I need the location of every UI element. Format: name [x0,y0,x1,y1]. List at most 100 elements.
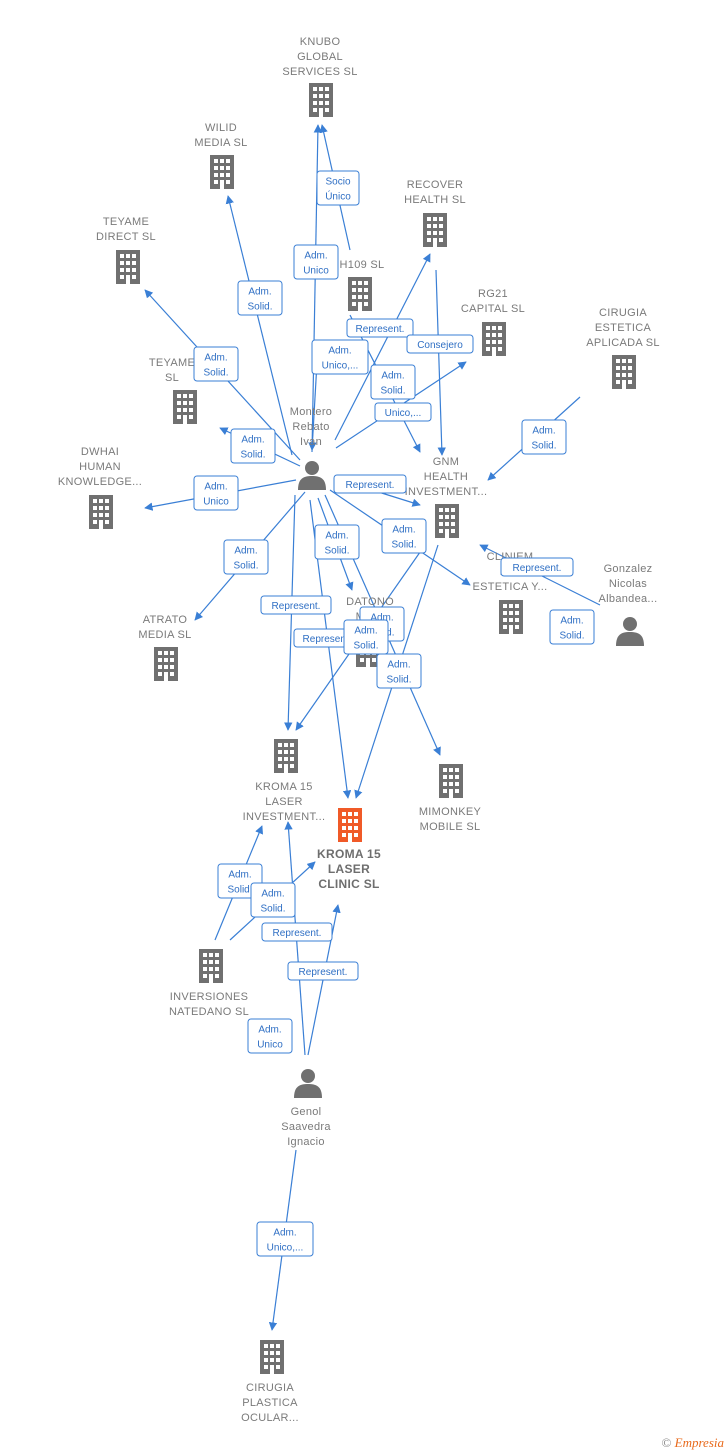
relation-label-r12[interactable]: Represent. [333,474,407,494]
relation-text: Adm. [392,525,415,536]
node-label: DATONO [346,596,394,608]
relation-text: Unico [257,1040,283,1051]
relation-label-r21[interactable]: Adm.Solid. [343,619,389,655]
node-label: KNUBO [300,36,341,48]
relation-label-r26[interactable]: Represent. [261,922,333,942]
person-icon [294,1069,322,1098]
relation-label-r7[interactable]: Adm.Solid. [370,364,416,400]
relation-box [314,524,360,560]
node-label: INVERSIONES [170,991,249,1003]
relation-box [370,364,416,400]
node-label: H109 SL [340,259,385,271]
node-label: TEYAME [149,357,195,369]
relation-text: Unico,... [267,1243,304,1254]
relation-label-r8[interactable]: Unico,... [374,402,432,422]
relation-text: Unico,... [385,408,422,419]
node-label: DIRECT SL [96,231,156,243]
relation-label-r18[interactable]: Represent. [260,595,332,615]
relation-box [250,882,296,918]
relation-text: Solid. [247,302,272,313]
relation-label-r6[interactable]: Adm.Unico,... [311,339,369,375]
relation-text: Solid. [386,675,411,686]
node-label: KROMA 15 [317,847,381,861]
relation-label-r10[interactable]: Adm.Solid. [230,428,276,464]
node-gonzalez[interactable]: GonzalezNicolasAlbandea... [599,563,658,646]
node-label: RG21 [478,288,508,300]
relation-text: Solid. [240,450,265,461]
relation-text: Solid. [227,885,252,896]
relation-label-r11[interactable]: Adm.Solid. [521,419,567,455]
relation-edge [334,253,431,441]
relation-text: Represent. [272,601,321,612]
node-label: ESTETICA [595,322,652,334]
building-icon [309,83,333,117]
relation-box [333,474,407,494]
node-gnm[interactable]: GNMHEALTHINVESTMENT... [405,456,488,538]
relation-label-r15[interactable]: Adm.Solid. [381,518,427,554]
relation-label-r17[interactable]: Adm.Solid. [223,539,269,575]
node-label: SL [165,372,179,384]
relation-text: Adm. [234,546,257,557]
building-icon [116,250,140,284]
relation-text: Represent. [346,480,395,491]
relation-text: Adm. [381,371,404,382]
node-kroma-inv[interactable]: KROMA 15LASERINVESTMENT... [243,739,326,823]
relation-text: Solid. [203,368,228,379]
relation-box [230,428,276,464]
node-label: HUMAN [79,461,121,473]
relation-box [247,1018,293,1054]
relation-label-r4[interactable]: Represent. [346,318,414,338]
relation-text: Adm. [560,616,583,627]
relation-text: Represent. [513,563,562,574]
relation-box [193,346,239,382]
node-h109[interactable]: H109 SL [340,259,385,311]
relation-label-r9[interactable]: Adm.Solid. [193,346,239,382]
relation-label-r27[interactable]: Represent. [287,961,359,981]
relation-label-r23[interactable]: Adm.Solid. [376,653,422,689]
building-icon [89,495,113,529]
node-label: Ignacio [287,1136,325,1148]
relation-text: Adm. [304,251,327,262]
building-icon [612,355,636,389]
relation-label-r22[interactable]: Adm.Solid. [549,609,595,645]
relation-box [316,170,360,206]
relation-box [376,653,422,689]
relation-label-r25[interactable]: Adm.Solid. [250,882,296,918]
relation-label-r28[interactable]: Adm.Unico [247,1018,293,1054]
node-label: Ivan [300,436,322,448]
edge-layer [144,124,601,1331]
node-label: HEALTH [424,471,468,483]
node-label: INVESTMENT... [405,486,488,498]
relation-label-r2[interactable]: Adm.Unico [293,244,339,280]
relation-label-r13[interactable]: Adm.Unico [193,475,239,511]
relation-label-r3[interactable]: Adm.Solid. [237,280,283,316]
node-label: CIRUGIA [599,307,647,319]
relation-label-r5[interactable]: Consejero [406,334,474,354]
node-label: DWHAI [81,446,119,458]
relation-label-r16[interactable]: Represent. [500,557,574,577]
relation-text: Solid. [324,546,349,557]
node-label: ATRATO [143,614,188,626]
building-icon [348,277,372,311]
person-icon [298,461,326,490]
relation-label-r29[interactable]: Adm.Unico,... [256,1221,314,1257]
node-cirugia-plastica[interactable]: CIRUGIAPLASTICAOCULAR... [241,1340,299,1424]
relation-text: Represent. [273,928,322,939]
node-dwhai[interactable]: DWHAIHUMANKNOWLEDGE... [58,446,142,529]
node-label: LASER [265,796,303,808]
node-teyame2[interactable]: TEYAME SL [149,357,197,424]
relation-label-r14[interactable]: Adm.Solid. [314,524,360,560]
